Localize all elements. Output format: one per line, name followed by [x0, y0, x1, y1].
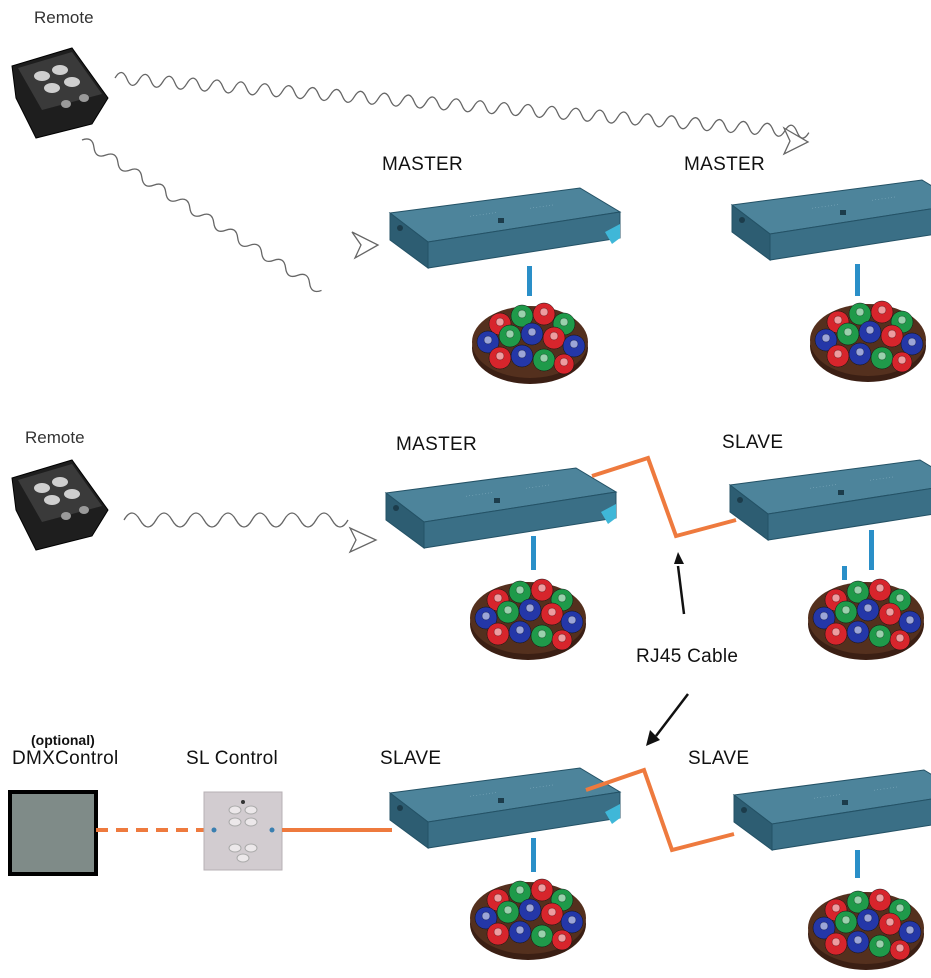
sl-control-panel-icon [203, 791, 283, 871]
led-driver-icon [729, 459, 931, 541]
sl-control-label: SL Control [186, 748, 279, 769]
slave-label: SLAVE [380, 748, 442, 769]
led-cluster-icon [469, 878, 587, 961]
callout-arrow [676, 565, 686, 615]
led-driver-icon [733, 769, 931, 851]
led-cluster-icon [471, 302, 589, 385]
led-driver-icon [389, 767, 621, 849]
led-driver-icon [389, 187, 621, 269]
led-cluster-icon [469, 578, 587, 661]
blue-lead [531, 838, 536, 872]
remote-label: Remote [25, 428, 85, 447]
blue-lead [842, 566, 847, 580]
master-label: MASTER [684, 154, 765, 175]
optional-label: (optional) [31, 732, 95, 748]
dmx-controller-icon [8, 790, 98, 876]
led-driver-icon [385, 467, 617, 549]
led-cluster-icon [809, 300, 927, 383]
blue-lead [855, 264, 860, 296]
master-label: MASTER [382, 154, 463, 175]
remote-label: Remote [34, 8, 94, 27]
remote-control-icon [11, 459, 109, 551]
rj45-cable [585, 767, 735, 853]
callout-arrow [655, 693, 689, 737]
slave-label: SLAVE [722, 432, 784, 453]
slave-label: SLAVE [688, 748, 750, 769]
remote-control-icon [11, 47, 109, 139]
led-cluster-icon [807, 578, 925, 661]
led-driver-icon [731, 179, 931, 261]
wireless-signal-icon [123, 512, 349, 528]
wireless-signal-icon [81, 138, 322, 293]
rj45-cable-label: RJ45 Cable [636, 646, 739, 667]
blue-lead [531, 536, 536, 570]
dmx-control-label: DMXControl [12, 748, 119, 769]
arrowhead-icon [674, 552, 684, 564]
blue-lead [527, 266, 532, 296]
arrowhead-icon [351, 231, 380, 260]
arrowhead-icon [646, 730, 660, 746]
arrowhead-icon [782, 126, 810, 156]
blue-lead [855, 850, 860, 878]
rj45-cable [591, 455, 737, 539]
led-cluster-icon [807, 888, 925, 971]
arrowhead-icon [348, 526, 378, 554]
master-label: MASTER [396, 434, 477, 455]
wireless-signal-icon [114, 71, 810, 139]
blue-lead [869, 530, 874, 570]
